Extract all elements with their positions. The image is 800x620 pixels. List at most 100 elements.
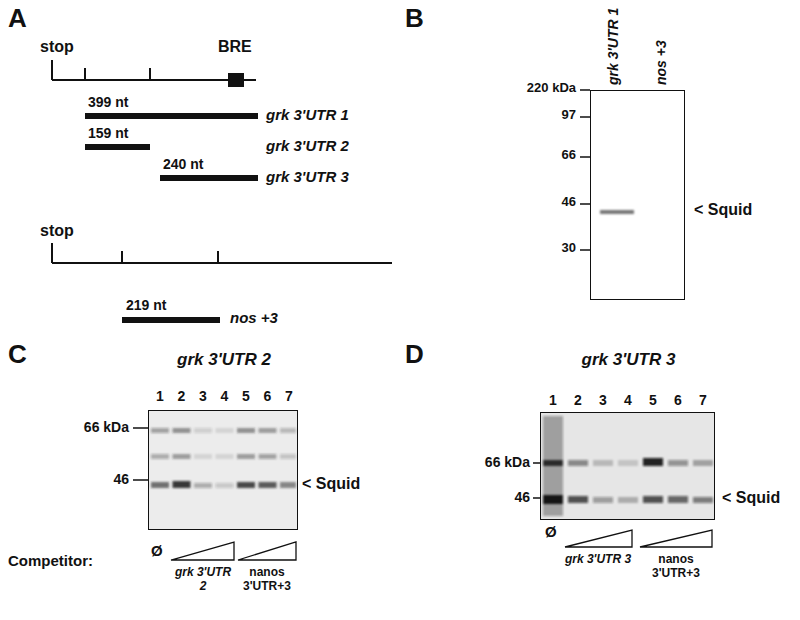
gel-band — [668, 460, 688, 466]
gel-band — [668, 496, 688, 503]
gel-band — [194, 428, 212, 433]
gel-band — [237, 454, 255, 459]
tick — [580, 156, 590, 158]
tick — [51, 60, 53, 80]
lane-number: 7 — [279, 388, 299, 404]
wedge — [238, 542, 296, 560]
lane-number: 3 — [193, 388, 213, 404]
panel-letter: B — [405, 4, 424, 34]
gel-band — [280, 482, 296, 488]
probe-name: nos +3 — [230, 309, 278, 326]
grk-gene-map — [52, 60, 256, 80]
tick — [149, 68, 151, 80]
probe-bar — [85, 113, 258, 119]
probe-name: grk 3'UTR 2 — [266, 137, 349, 154]
probe-bar — [85, 144, 150, 150]
axis-label: Competitor: — [8, 552, 93, 569]
length-label: 159 nt — [88, 125, 128, 141]
gel-band — [259, 428, 277, 433]
tick — [217, 251, 219, 263]
gel-band — [643, 496, 663, 503]
probe-name: grk 3'UTR 3 — [266, 168, 349, 185]
wedge — [565, 530, 632, 547]
gel-band — [237, 482, 255, 488]
site-label: BRE — [218, 38, 252, 56]
probe-bar — [160, 175, 258, 181]
tick — [121, 251, 123, 263]
tick — [51, 243, 53, 263]
gel-band — [543, 460, 563, 466]
competitor-wedges — [171, 542, 296, 560]
tick — [580, 116, 590, 118]
size-marker: 46 — [514, 489, 530, 505]
gel-band — [194, 454, 212, 459]
size-marker: 97 — [562, 108, 576, 123]
lane-header: grk 3'UTR 1 — [605, 8, 621, 85]
panel-letter: D — [405, 340, 424, 370]
wedge — [171, 542, 234, 560]
lane-number: 1 — [150, 388, 170, 404]
band-label: < Squid — [722, 489, 780, 507]
size-marker: 66 — [562, 148, 576, 163]
gel-band — [593, 460, 613, 466]
wedge — [640, 530, 712, 547]
band-label: < Squid — [694, 201, 752, 219]
lane-number: 4 — [618, 392, 638, 408]
gel-band — [259, 454, 277, 459]
size-marker: 66 kDa — [84, 419, 129, 435]
tick — [133, 479, 148, 481]
competitor-name: grk 3'UTR 3 — [562, 553, 634, 567]
tick — [580, 203, 590, 205]
gel-band — [280, 428, 296, 433]
tick — [580, 89, 590, 91]
length-label: 219 nt — [126, 297, 166, 313]
gene-line — [52, 262, 392, 264]
gel-band — [693, 497, 713, 503]
gel-band — [568, 496, 588, 503]
lane-number: 3 — [593, 392, 613, 408]
competitor-wedges — [565, 530, 712, 547]
length-label: 399 nt — [88, 94, 128, 110]
site-label: stop — [40, 38, 74, 56]
lane-header: nos +3 — [653, 40, 669, 85]
gel-band — [151, 428, 169, 433]
lane-number: 7 — [693, 392, 713, 408]
marker-ticks — [580, 90, 590, 250]
gel-band — [216, 483, 234, 488]
tick — [133, 427, 148, 429]
gel-frame: grk 3'UTR 1nos +3 — [590, 90, 685, 300]
gene-line — [52, 79, 256, 81]
gel-band — [194, 483, 212, 488]
length-label: 240 nt — [163, 156, 203, 172]
panel-letter: C — [8, 340, 27, 370]
tick — [84, 68, 86, 80]
gel-band — [280, 454, 296, 459]
gel-band — [593, 497, 613, 503]
gel-band — [173, 428, 191, 433]
size-marker: 220 kDa — [527, 81, 576, 96]
gel-band — [151, 454, 169, 459]
gel-smear — [543, 416, 563, 516]
gel-band — [216, 454, 234, 459]
nos-gene-map — [52, 243, 392, 263]
probe-name: grk 3'UTR 1 — [266, 106, 349, 123]
site-label: stop — [40, 222, 74, 240]
marker-ticks — [133, 428, 148, 480]
tick — [580, 249, 590, 251]
band-label: < Squid — [302, 475, 360, 493]
gel-frame: grk 3'UTR 3 — [540, 412, 715, 520]
size-marker: 66 kDa — [485, 454, 530, 470]
gel-band — [237, 428, 255, 433]
gel-bands — [151, 428, 296, 488]
lane-number: 6 — [258, 388, 278, 404]
competitor-name: nanos 3'UTR+3 — [639, 553, 713, 581]
lane-number: 6 — [668, 392, 688, 408]
competitor-name: grk 3'UTR 2 — [170, 566, 236, 594]
gel-band — [643, 458, 663, 466]
gel-band — [173, 481, 191, 488]
gel-background — [540, 412, 715, 520]
tick — [533, 497, 540, 499]
lane-number: 5 — [643, 392, 663, 408]
gel-background — [148, 410, 298, 530]
lane-number: 5 — [236, 388, 256, 404]
